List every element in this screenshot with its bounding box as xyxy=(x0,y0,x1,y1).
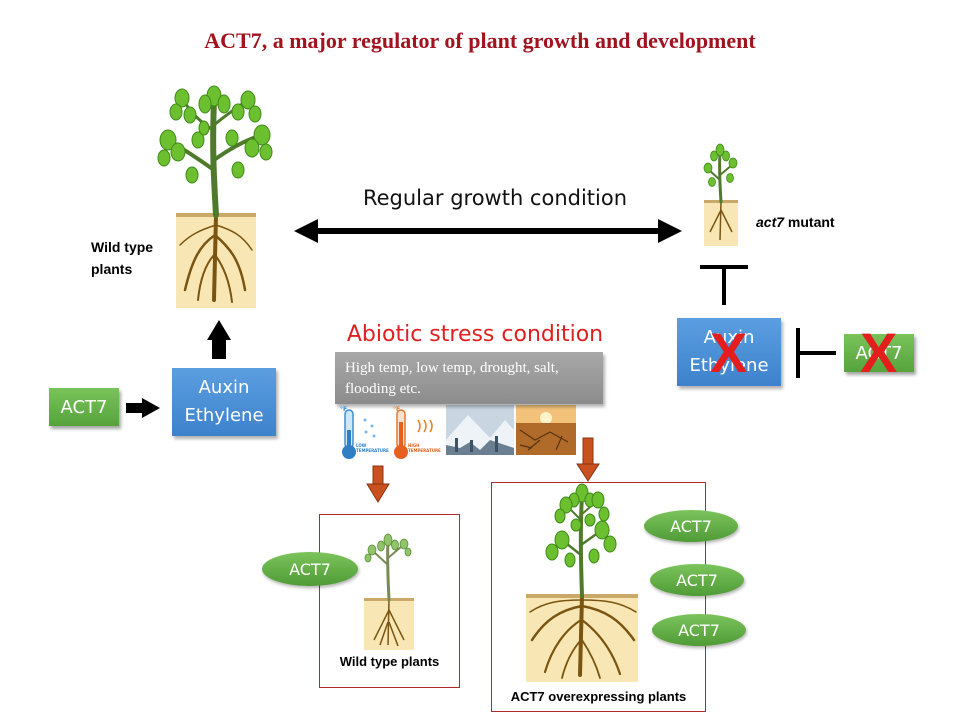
high-temp-unit: °F xyxy=(393,406,401,413)
act7-box-right: ACT7 xyxy=(844,334,914,372)
auxin-label: Auxin xyxy=(703,327,755,348)
inhibition-bar-act7 xyxy=(796,328,836,378)
high-temp-caption: HIGH TEMPERATURE xyxy=(408,443,441,453)
act7-oval-2: ACT7 xyxy=(650,564,744,596)
overexpressing-label: ACT7 overexpressing plants xyxy=(510,689,687,704)
wild-type-stress-frame xyxy=(319,514,460,688)
orange-arrow-left xyxy=(366,465,390,503)
page-title: ACT7, a major regulator of plant growth … xyxy=(204,28,756,53)
abiotic-examples-box: High temp, low temp, drought, salt, floo… xyxy=(335,352,603,404)
ethylene-label: Ethylene xyxy=(184,405,264,426)
low-temp-unit: °F xyxy=(340,406,348,413)
abiotic-stress-title: Abiotic stress condition xyxy=(346,322,604,347)
cross-mark-act7: X xyxy=(860,321,898,384)
wild-type-plant-large xyxy=(157,85,273,308)
overexpressing-frame xyxy=(491,482,706,712)
right-arrow-act7-to-auxin xyxy=(126,398,160,418)
inhibition-bar-mutant xyxy=(700,265,748,305)
mutant-label-italic: act7 xyxy=(756,214,785,230)
auxin-label: Auxin xyxy=(198,377,250,398)
wild-type-label-top: Wild type plants xyxy=(91,239,154,277)
drought-cracked-earth-image xyxy=(516,405,576,455)
act7-oval-1: ACT7 xyxy=(644,510,738,542)
low-temp-caption: LOW TEMPERATURE xyxy=(356,443,389,453)
overexpressing-plant xyxy=(526,483,638,682)
regular-growth-label: Regular growth condition xyxy=(362,186,628,210)
wild-type-label-bottom: Wild type plants xyxy=(339,654,440,669)
mutant-label: act7 mutant xyxy=(756,214,835,230)
mutant-plant xyxy=(703,143,738,246)
wild-type-plant-small xyxy=(364,533,414,650)
up-arrow-auxin-to-wildtype xyxy=(207,320,231,359)
act7-box-left: ACT7 xyxy=(49,388,119,426)
act7-oval-wildtype: ACT7 xyxy=(262,552,358,586)
orange-arrow-right xyxy=(576,437,600,482)
act7-oval-3: ACT7 xyxy=(652,614,746,646)
cross-mark-auxin: X xyxy=(710,321,748,384)
snowy-mountain-image xyxy=(446,405,514,455)
ethylene-label: Ethylene xyxy=(689,355,769,376)
auxin-ethylene-box-left: Auxin Ethylene xyxy=(172,368,276,436)
mutant-label-suffix: mutant xyxy=(784,214,835,230)
high-temperature-thermometer-icon xyxy=(389,405,441,463)
auxin-ethylene-box-right: Auxin Ethylene xyxy=(677,318,781,386)
low-temperature-thermometer-icon xyxy=(336,405,388,463)
